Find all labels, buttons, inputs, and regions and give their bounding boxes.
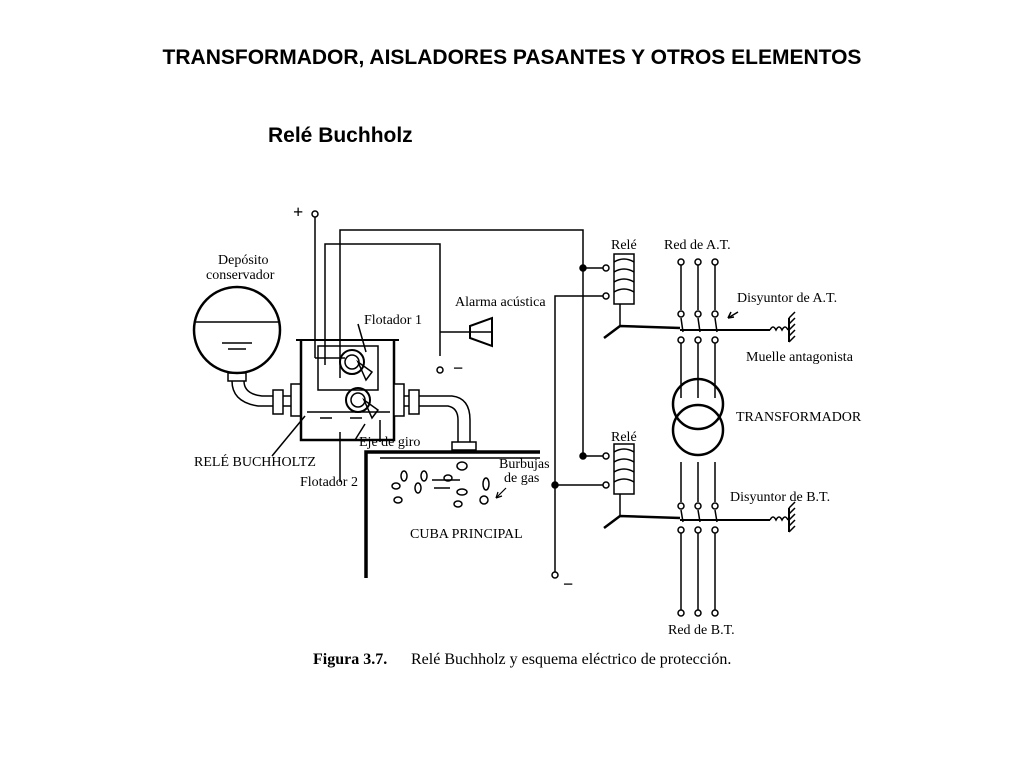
label-disyuntor-bt: Disyuntor de B.T. <box>730 490 830 505</box>
label-cuba-principal: CUBA PRINCIPAL <box>410 527 523 542</box>
label-muelle-antagonista: Muelle antagonista <box>746 350 854 365</box>
slide-subtitle: Relé Buchholz <box>268 124 413 147</box>
label-minus-bottom: − <box>563 574 573 594</box>
conservator-tank <box>192 285 292 415</box>
label-minus-alarm: − <box>453 358 463 378</box>
relay-bottom <box>602 443 681 529</box>
control-wiring <box>311 210 603 579</box>
label-conservador: conservador <box>206 268 275 283</box>
label-rele-bottom: Relé <box>611 430 637 445</box>
label-disyuntor-at: Disyuntor de A.T. <box>737 291 837 306</box>
label-plus: + <box>293 202 303 222</box>
label-flotador-2: Flotador 2 <box>300 475 358 490</box>
power-circuit <box>671 258 796 617</box>
label-rele-buchholtz: RELÉ BUCHHOLTZ <box>194 453 316 470</box>
main-tank <box>364 450 540 578</box>
label-transformador: TRANSFORMADOR <box>736 410 862 425</box>
label-eje-de-giro: Eje de giro <box>359 435 420 450</box>
label-burbujas: Burbujas <box>499 457 550 472</box>
label-flotador-1: Flotador 1 <box>364 313 422 328</box>
label-red-at: Red de A.T. <box>664 238 731 253</box>
label-red-bt: Red de B.T. <box>668 623 735 638</box>
figure-number: Figura 3.7. <box>313 651 388 668</box>
label-alarma: Alarma acústica <box>455 295 546 310</box>
label-deposito: Depósito <box>218 253 269 268</box>
label-de-gas: de gas <box>504 471 539 486</box>
slide-title: TRANSFORMADOR, AISLADORES PASANTES Y OTR… <box>162 46 862 69</box>
relay-top <box>602 253 681 339</box>
label-rele-top: Relé <box>611 238 637 253</box>
figure-caption: Relé Buchholz y esquema eléctrico de pro… <box>411 651 732 668</box>
